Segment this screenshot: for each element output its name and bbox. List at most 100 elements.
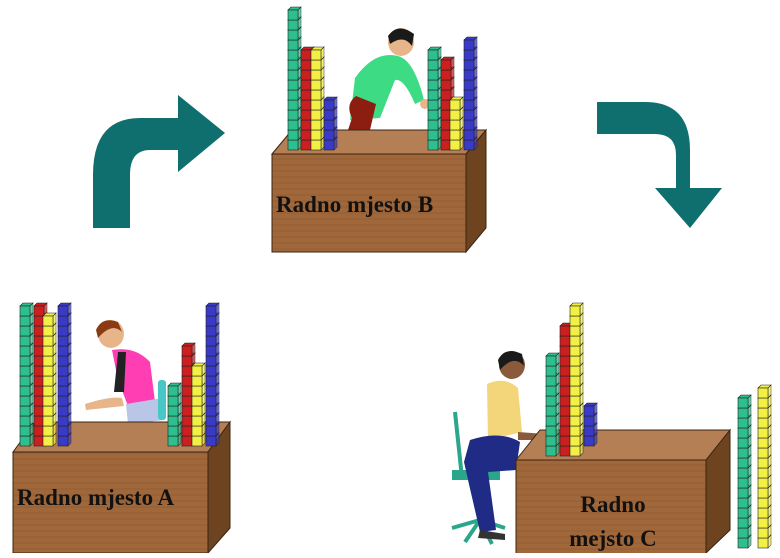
- block-cube: [449, 109, 461, 121]
- block-cube: [19, 415, 31, 427]
- block-cube: [300, 79, 312, 91]
- block-cube: [205, 435, 217, 447]
- block-cube: [545, 435, 557, 447]
- block-cube: [205, 395, 217, 407]
- block-cube: [757, 437, 769, 449]
- block-cube: [757, 467, 769, 479]
- block-cube: [300, 89, 312, 101]
- block-cube: [57, 355, 69, 367]
- block-cube: [449, 129, 461, 141]
- block-cube: [42, 325, 54, 337]
- block-cube: [300, 99, 312, 111]
- block-cube: [300, 69, 312, 81]
- block-cube: [427, 139, 439, 151]
- block-cube: [569, 315, 581, 327]
- block-stack-icon: [757, 384, 772, 549]
- block-cube: [569, 425, 581, 437]
- block-cube: [310, 119, 322, 131]
- block-cube: [427, 99, 439, 111]
- block-cube: [757, 497, 769, 509]
- block-cube: [287, 59, 299, 71]
- block-cube: [569, 405, 581, 417]
- block-stack-icon: [191, 362, 206, 447]
- block-cube: [19, 405, 31, 417]
- block-cube: [287, 49, 299, 61]
- block-cube: [545, 395, 557, 407]
- block-cube: [287, 19, 299, 31]
- block-cube: [569, 355, 581, 367]
- block-cube: [33, 345, 45, 357]
- block-cube: [57, 375, 69, 387]
- block-cube: [191, 385, 203, 397]
- block-cube: [427, 59, 439, 71]
- block-cube: [19, 435, 31, 447]
- workstation-b-label: Radno mjesto B: [276, 192, 434, 217]
- block-cube: [569, 435, 581, 447]
- block-cube: [33, 325, 45, 337]
- workstation-b: [270, 28, 488, 254]
- block-cube: [33, 315, 45, 327]
- block-cube: [33, 385, 45, 397]
- block-stack-icon: [583, 402, 598, 447]
- block-cube: [737, 427, 749, 439]
- block-cube: [205, 415, 217, 427]
- block-cube: [205, 315, 217, 327]
- block-cube: [737, 487, 749, 499]
- block-cube: [440, 79, 452, 91]
- block-cube: [310, 99, 322, 111]
- block-cube: [737, 417, 749, 429]
- block-cube: [205, 405, 217, 417]
- block-cube: [191, 365, 203, 377]
- block-cube: [440, 89, 452, 101]
- block-cube: [205, 385, 217, 397]
- block-cube: [427, 79, 439, 91]
- block-cube: [310, 89, 322, 101]
- block-cube: [33, 355, 45, 367]
- block-stack-icon: [569, 302, 584, 457]
- block-cube: [737, 457, 749, 469]
- block-cube: [737, 447, 749, 459]
- flow-arrow-icon: [597, 102, 722, 228]
- block-cube: [33, 305, 45, 317]
- block-cube: [167, 435, 179, 447]
- block-cube: [569, 335, 581, 347]
- block-cube: [559, 385, 571, 397]
- block-cube: [559, 445, 571, 457]
- block-cube: [583, 405, 595, 417]
- block-cube: [440, 69, 452, 81]
- block-cube: [19, 375, 31, 387]
- block-cube: [42, 315, 54, 327]
- block-cube: [287, 119, 299, 131]
- block-cube: [583, 415, 595, 427]
- block-cube: [33, 365, 45, 377]
- block-cube: [42, 365, 54, 377]
- block-cube: [545, 445, 557, 457]
- block-cube: [545, 415, 557, 427]
- block-cube: [440, 129, 452, 141]
- block-cube: [757, 517, 769, 529]
- block-cube: [545, 425, 557, 437]
- block-stack-icon: [323, 96, 338, 151]
- block-stack-icon: [427, 46, 442, 151]
- block-cube: [559, 365, 571, 377]
- block-cube: [545, 385, 557, 397]
- block-stack-icon: [737, 394, 752, 549]
- block-cube: [167, 395, 179, 407]
- block-cube: [33, 375, 45, 387]
- block-cube: [583, 435, 595, 447]
- block-cube: [42, 385, 54, 397]
- block-cube: [191, 435, 203, 447]
- block-cube: [440, 109, 452, 121]
- block-cube: [310, 69, 322, 81]
- block-cube: [449, 119, 461, 131]
- block-cube: [57, 335, 69, 347]
- block-cube: [463, 89, 475, 101]
- block-cube: [42, 435, 54, 447]
- block-stack-icon: [42, 312, 57, 447]
- block-cube: [569, 415, 581, 427]
- block-cube: [757, 487, 769, 499]
- block-cube: [19, 315, 31, 327]
- block-cube: [427, 129, 439, 141]
- block-cube: [19, 345, 31, 357]
- block-cube: [191, 415, 203, 427]
